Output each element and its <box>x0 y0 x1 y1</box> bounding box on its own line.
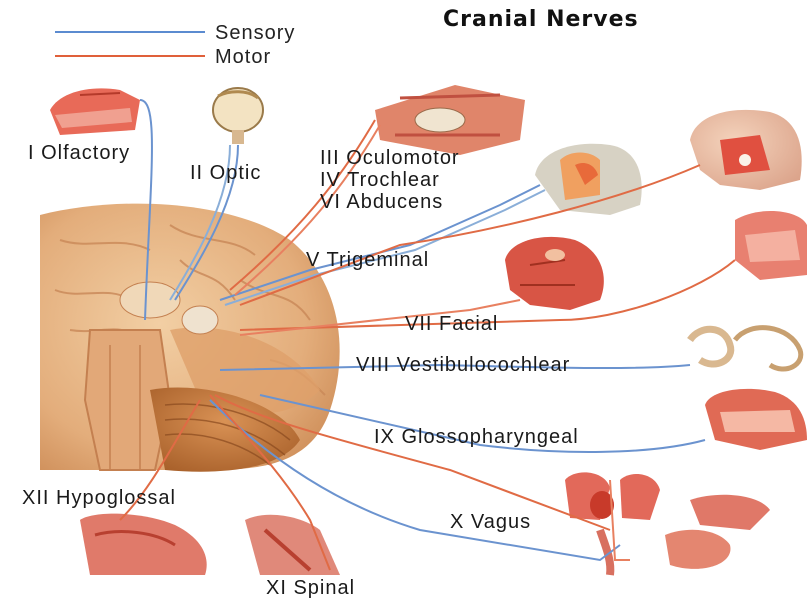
inner-ear-illustration <box>690 328 801 369</box>
skull-illustration <box>690 110 802 190</box>
label-abducens: VI Abducens <box>320 192 443 212</box>
neck-illustration <box>245 515 340 575</box>
tongue-illustration <box>80 514 207 575</box>
label-oculomotor: III Oculomotor <box>320 148 460 168</box>
label-glossopharyngeal: IX Glossopharyngeal <box>374 427 579 447</box>
facial-muscles-illustration <box>505 237 604 310</box>
nasal-cavity-illustration <box>50 88 140 135</box>
label-spinal: XI Spinal <box>266 578 355 598</box>
label-vestibulocochlear: VIII Vestibulocochlear <box>356 355 570 375</box>
label-hypoglossal: XII Hypoglossal <box>22 488 176 508</box>
label-trochlear: IV Trochlear <box>320 170 440 190</box>
page-title: Cranial Nerves <box>443 7 639 32</box>
brain-illustration <box>40 204 340 472</box>
label-olfactory: I Olfactory <box>28 143 130 163</box>
pharynx-illustration <box>705 389 807 450</box>
oral-cavity-illustration <box>735 211 807 280</box>
legend-motor-label: Motor <box>215 46 271 69</box>
label-facial: VII Facial <box>405 314 498 334</box>
label-trigeminal: V Trigeminal <box>306 250 429 270</box>
orbit-muscles-illustration <box>375 85 525 155</box>
eyeball-illustration <box>213 88 263 144</box>
legend-sensory-label: Sensory <box>215 22 295 45</box>
label-optic: II Optic <box>190 163 261 183</box>
label-vagus: X Vagus <box>450 512 531 532</box>
